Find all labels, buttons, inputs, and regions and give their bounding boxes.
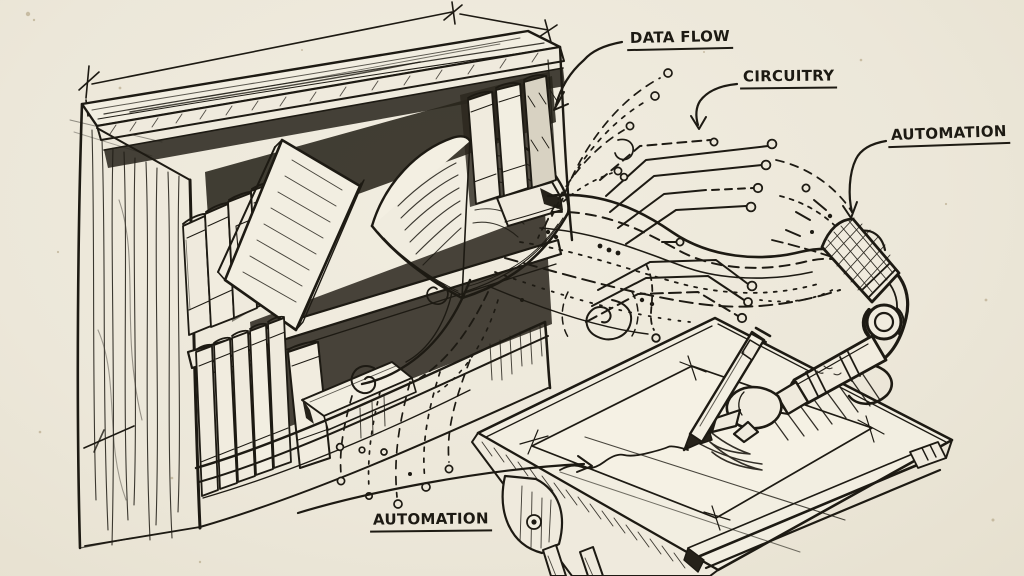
bookshelf-sketch [69, 1, 574, 550]
elbow-joint [861, 303, 905, 341]
side-panel [76, 102, 202, 550]
label-automation-arm: AUTOMATION [887, 122, 1011, 149]
leader-arrows [296, 40, 888, 515]
label-circuitry: CIRCUITRY [739, 67, 838, 90]
open-book [370, 135, 570, 300]
leader-data-flow [553, 40, 624, 111]
flow-dots [408, 213, 833, 476]
pen [682, 326, 772, 452]
top-shelf-right-books [467, 74, 563, 227]
leaning-book [217, 138, 365, 332]
pen-rail [683, 439, 953, 573]
case-right-edge [558, 45, 574, 242]
label-automation-table: AUTOMATION [369, 509, 492, 533]
leader-automation-table [296, 455, 593, 515]
pedestal [501, 474, 604, 576]
label-data-flow: DATA FLOW [626, 27, 734, 52]
upper-arm-segment [820, 217, 901, 304]
leader-automation-arm [842, 139, 888, 219]
bottom-shelf [84, 320, 552, 547]
drawn-sketch-line [559, 445, 689, 471]
robotic-arm [682, 217, 910, 452]
leader-circuitry [690, 82, 739, 130]
dimension-marks [69, 1, 558, 453]
circuit-traces [585, 137, 853, 351]
